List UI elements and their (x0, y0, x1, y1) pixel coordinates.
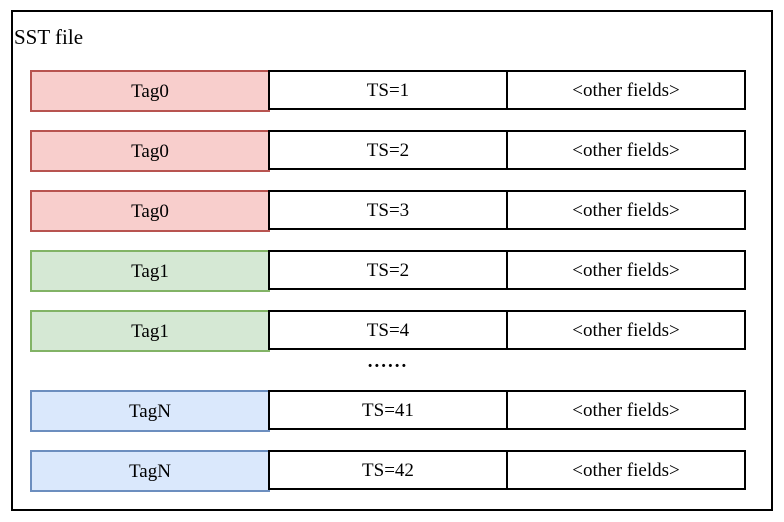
tag-cell: Tag1 (30, 310, 270, 352)
record-row: TagN TS=42 <other fields> (30, 450, 746, 492)
tag-cell: Tag0 (30, 190, 270, 232)
tag-cell: TagN (30, 450, 270, 492)
sst-file-label: SST file (14, 25, 84, 49)
tag-cell: TagN (30, 390, 270, 432)
tag-cell: Tag0 (30, 130, 270, 172)
ts-cell: TS=3 (268, 190, 508, 230)
other-fields-cell: <other fields> (506, 70, 746, 110)
other-fields-cell: <other fields> (506, 390, 746, 430)
ts-cell: TS=4 (268, 310, 508, 350)
other-fields-cell: <other fields> (506, 190, 746, 230)
ellipsis-row: ...... (367, 351, 409, 372)
ts-cell: TS=1 (268, 70, 508, 110)
record-row: Tag0 TS=1 <other fields> (30, 70, 746, 112)
record-row: TagN TS=41 <other fields> (30, 390, 746, 432)
other-fields-cell: <other fields> (506, 450, 746, 490)
ts-cell: TS=2 (268, 250, 508, 290)
other-fields-cell: <other fields> (506, 130, 746, 170)
record-row: Tag0 TS=3 <other fields> (30, 190, 746, 232)
ts-cell: TS=41 (268, 390, 508, 430)
record-row: Tag1 TS=4 <other fields> (30, 310, 746, 352)
ts-cell: TS=2 (268, 130, 508, 170)
other-fields-cell: <other fields> (506, 310, 746, 350)
ts-cell: TS=42 (268, 450, 508, 490)
tag-cell: Tag1 (30, 250, 270, 292)
tag-cell: Tag0 (30, 70, 270, 112)
other-fields-cell: <other fields> (506, 250, 746, 290)
record-row: Tag0 TS=2 <other fields> (30, 130, 746, 172)
record-row: Tag1 TS=2 <other fields> (30, 250, 746, 292)
